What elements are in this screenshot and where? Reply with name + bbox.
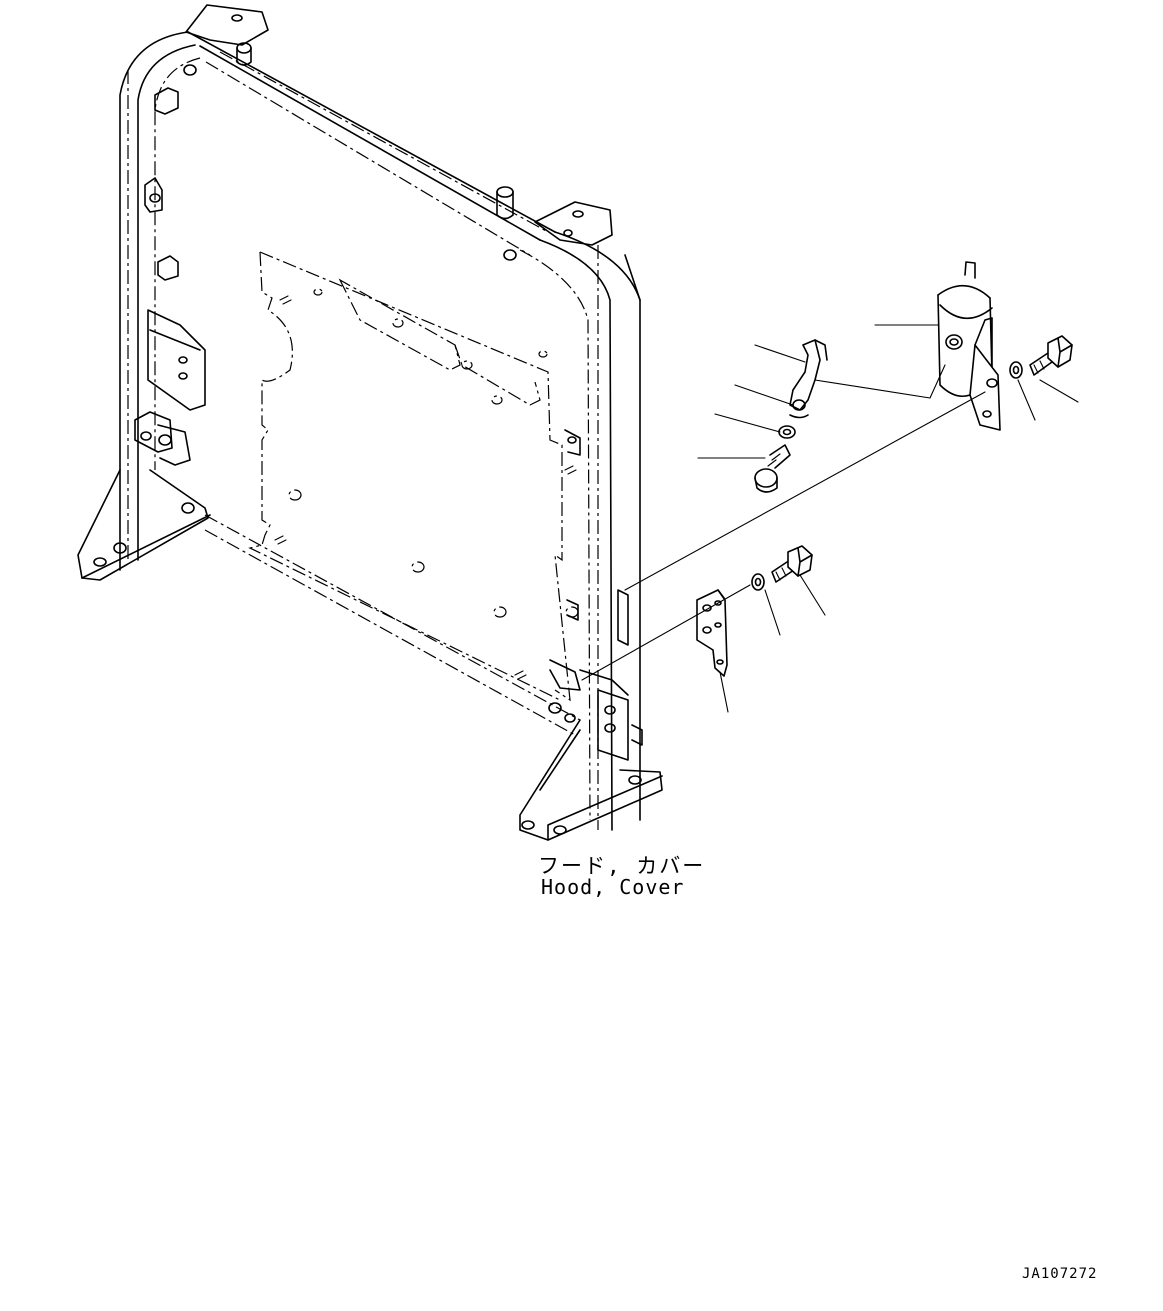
drawing-id: JA107272 [1022,1266,1098,1282]
clamp [789,339,828,419]
bolt-upper-left [754,425,796,493]
caption-english: Hood, Cover [541,875,685,899]
holder-bracket-upper [937,261,1001,431]
caption-japanese: フード, カバー [538,854,706,878]
bolt-lower [751,545,813,591]
bolt-upper-right [1009,335,1073,379]
leader-lines [581,324,1079,713]
holder-bracket-lower [696,589,728,677]
hood-frame [77,4,663,841]
cover-plate-hidden [248,251,579,702]
